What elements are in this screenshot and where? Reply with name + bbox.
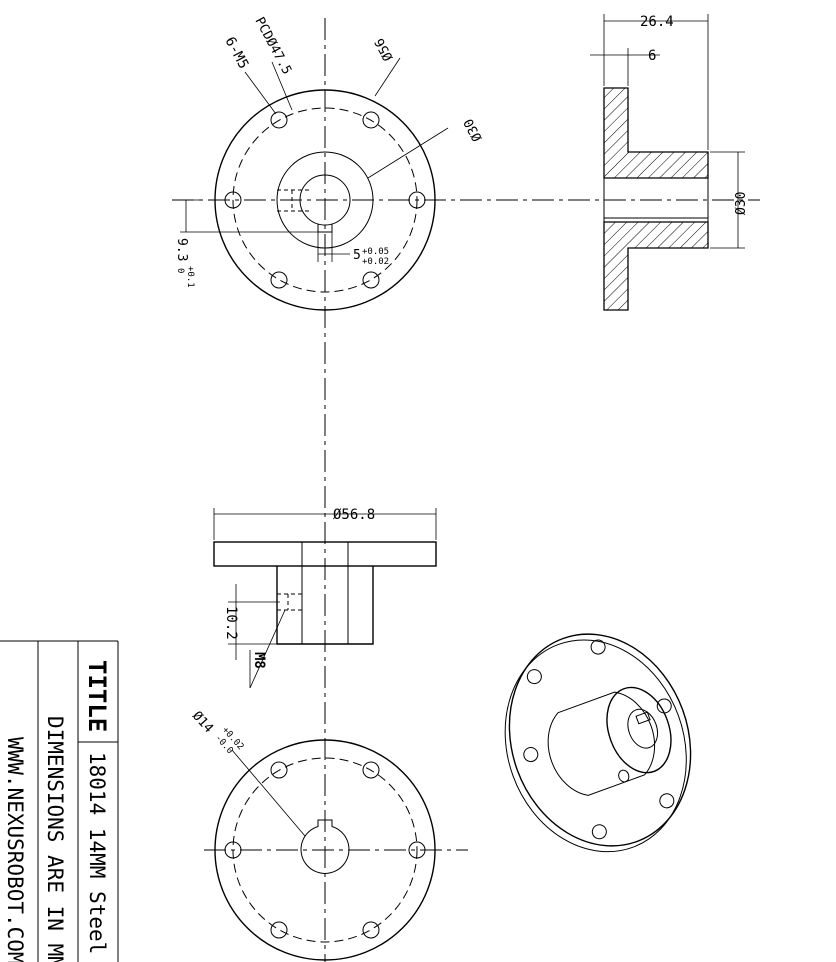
bottom-front-view: Ø14 +0.02 -0.0: [189, 709, 468, 961]
iso-setscrew: [618, 769, 630, 783]
bottom-bore-with-keyway: [300, 819, 350, 874]
title-block: TITLE 18014 14MM Steel DIMENSIONS ARE IN…: [0, 640, 119, 962]
tb-title-label: TITLE: [83, 660, 111, 732]
section-view: 26.4 6 Ø30: [590, 14, 749, 311]
mounting-hole: [224, 841, 242, 859]
label-keyway-depth: 9.3: [174, 238, 189, 261]
label-hub-diameter: Ø30: [734, 192, 749, 215]
label-setscrew-offset: 10.2: [223, 606, 239, 640]
side-view: Ø56.8 10.2 M8: [213, 507, 437, 689]
mounting-hole: [362, 921, 380, 939]
iso-hole: [591, 824, 607, 840]
section-upper-hatch: [603, 87, 709, 179]
tb-units-note: DIMENSIONS ARE IN MM: [43, 716, 67, 962]
pcd-circle: [232, 107, 418, 293]
label-keyway-width-tol-upper: +0.05: [362, 247, 389, 257]
keyway-slot: [317, 224, 333, 233]
iso-hub-face: [606, 686, 672, 774]
label-bore30: Ø30: [461, 116, 485, 144]
label-6m5: 6-M5: [221, 34, 251, 71]
bore-circle: [299, 174, 351, 226]
mounting-hole: [270, 921, 288, 939]
iso-hole: [523, 747, 539, 763]
label-side-outer-diameter: Ø56.8: [333, 507, 375, 523]
iso-hole: [656, 698, 672, 714]
tb-website: WWW.NEXUSROBOT.COM: [3, 737, 27, 962]
leader-od56: [374, 57, 401, 97]
leader-bore14: [231, 749, 306, 837]
side-hub: [276, 566, 374, 645]
label-width-total: 26.4: [640, 14, 674, 30]
mounting-hole: [362, 271, 380, 289]
top-front-view: 6-M5 PCDØ47.5 Ø56 Ø30 9.3 +0.1 0 5 +0.05…: [174, 15, 486, 311]
mounting-hole: [270, 761, 288, 779]
leader-pcd: [271, 61, 293, 111]
mounting-hole: [270, 111, 288, 129]
mounting-hole: [408, 841, 426, 859]
mounting-hole: [362, 111, 380, 129]
mounting-hole: [408, 191, 426, 209]
bottom-outer-circle: [214, 739, 436, 961]
iso-keyway: [635, 711, 651, 725]
label-keyway-width-tol-lower: +0.02: [362, 257, 389, 267]
leader-6m5: [244, 71, 277, 115]
outer-circle: [214, 89, 436, 311]
leader-bore30: [367, 127, 449, 179]
label-keyway-width: 5: [353, 248, 361, 263]
iso-hub-body: [547, 691, 656, 796]
label-setscrew: M8: [251, 652, 267, 669]
label-od56: Ø56: [372, 35, 396, 63]
iso-flange-back: [504, 639, 687, 853]
iso-hole: [590, 639, 606, 655]
label-pcd: PCDØ47.5: [251, 15, 294, 77]
tb-title-value: 18014 14MM Steel: [85, 752, 109, 954]
section-lower-hatch: [603, 221, 709, 311]
leader-m8: [249, 609, 286, 689]
label-flange-thickness: 6: [648, 48, 656, 64]
iso-hole: [526, 669, 542, 685]
isometric-view: [504, 633, 692, 853]
hub-circle: [276, 151, 374, 249]
mounting-hole: [224, 191, 242, 209]
mounting-hole: [362, 761, 380, 779]
iso-hole: [659, 793, 675, 809]
bottom-mounting-holes: [224, 761, 426, 939]
label-keyway-depth-tol-upper: +0.1: [185, 266, 195, 288]
label-keyway-depth-tol-lower: 0: [175, 268, 185, 273]
bottom-pcd-circle: [232, 757, 418, 943]
iso-bore: [627, 708, 659, 749]
mounting-hole: [270, 271, 288, 289]
iso-flange-front: [508, 633, 692, 847]
mounting-holes: [224, 111, 426, 289]
side-flange: [213, 541, 437, 567]
label-bore: Ø14: [189, 709, 216, 737]
